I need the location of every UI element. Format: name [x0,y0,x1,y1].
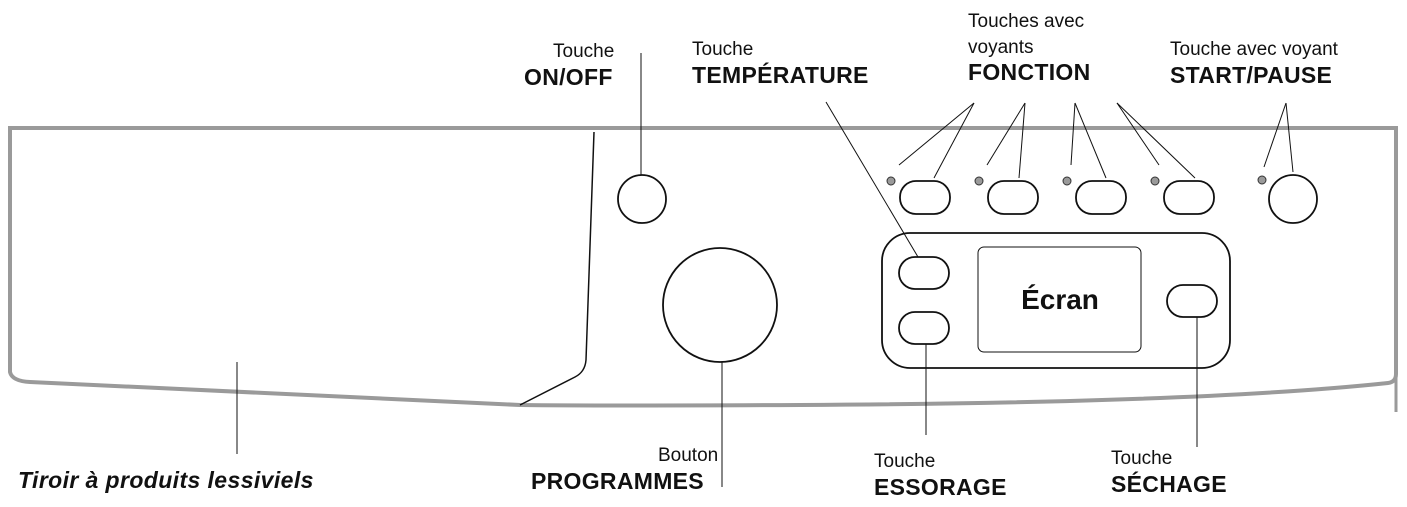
fonction-name: FONCTION [968,59,1091,85]
essorage-name: ESSORAGE [874,474,1007,500]
start-pause-leader-b [1285,102,1294,173]
fonction-button-3[interactable] [1075,180,1127,215]
fonction-leader-3b [1074,102,1107,179]
sechage-button[interactable] [1166,284,1218,318]
essorage-prefix: Touche [874,451,936,472]
fonction-prefix-line2: voyants [968,37,1034,58]
screen-label: Écran [1021,284,1099,315]
fonction-leader-4b [1116,102,1196,179]
programmes-name: PROGRAMMES [531,468,704,494]
fonction-leader-4a [1116,102,1160,166]
fonction-leader-1b [933,102,975,179]
drawer-divider [519,131,595,406]
panel-outline [8,126,1398,408]
fonction-button-4[interactable] [1163,180,1215,215]
fonction-leader-1a [898,102,975,166]
screen [977,246,1142,353]
sechage-name: SÉCHAGE [1111,471,1227,497]
temperature-prefix: Touche [692,39,754,60]
start-pause-leader-a [1263,102,1287,168]
start-pause-name: START/PAUSE [1170,62,1333,88]
onoff-name: ON/OFF [524,64,613,90]
fonction-button-1[interactable] [899,180,951,215]
onoff-prefix: Touche [553,41,615,62]
temperature-button[interactable] [898,256,950,290]
fonction-prefix-line1: Touches avec [968,11,1085,32]
temperature-leader [825,101,919,258]
temperature-name: TEMPÉRATURE [692,62,869,88]
start-pause-led [1257,175,1267,185]
essorage-button[interactable] [898,311,950,345]
fonction-led-2 [974,176,984,186]
programmes-prefix: Bouton [658,445,719,466]
fonction-leader-2b [1018,102,1026,179]
fonction-led-4 [1150,176,1160,186]
display-module [881,232,1231,369]
start-pause-button[interactable] [1268,174,1318,224]
fonction-leader-3a [1070,102,1076,166]
drawer-label: Tiroir à produits lessiviels [18,467,314,493]
start-pause-prefix: Touche avec voyant [1170,39,1338,60]
on-off-button[interactable] [617,174,667,224]
sechage-prefix: Touche [1111,448,1173,469]
fonction-leader-2a [986,102,1026,166]
leader-lines [236,53,1294,487]
programmes-knob[interactable] [662,247,778,363]
fonction-button-2[interactable] [987,180,1039,215]
fonction-led-3 [1062,176,1072,186]
fonction-led-1 [886,176,896,186]
